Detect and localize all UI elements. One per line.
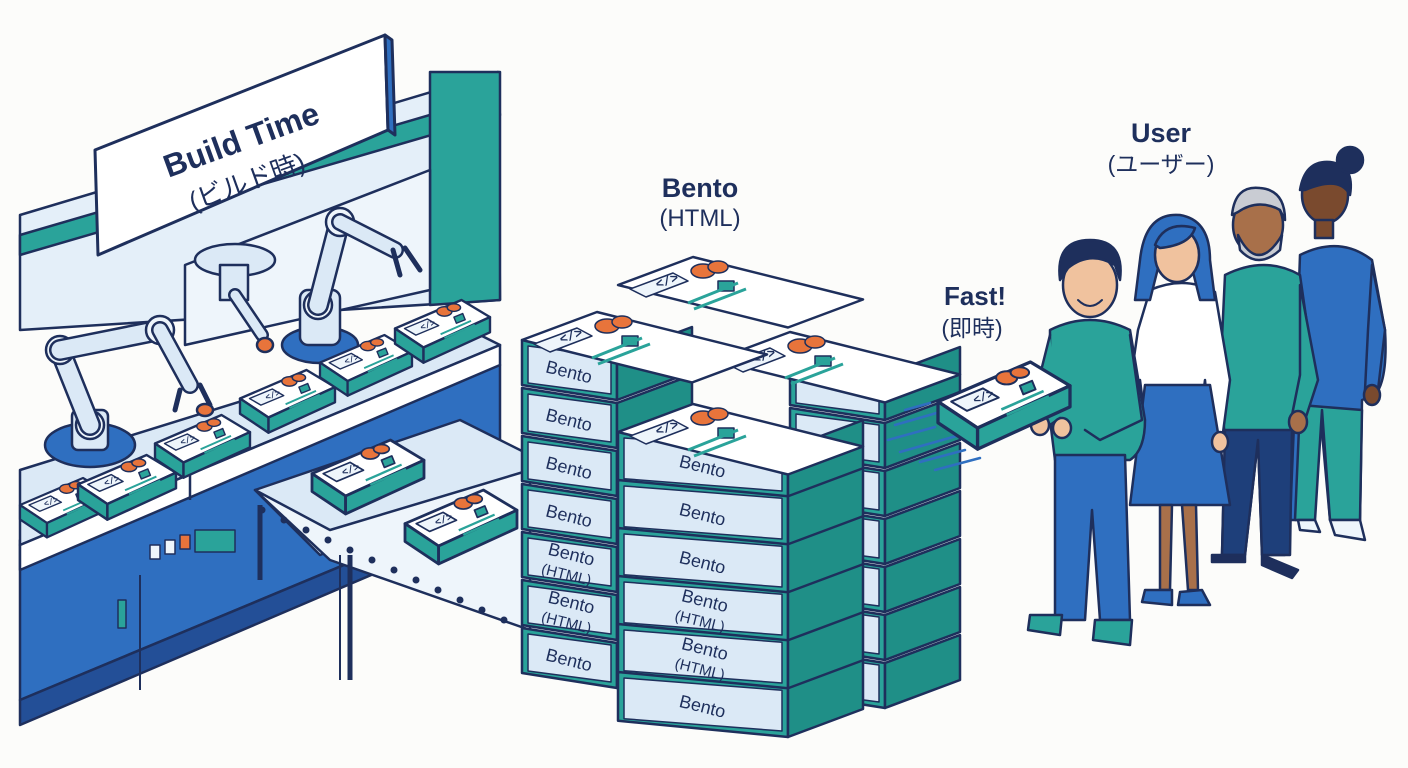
roller-dot: [478, 606, 486, 614]
bento-stacks: </>BentoBentoBentoBentoBento(HTML)Bento(…: [520, 255, 962, 739]
conveyor-box: </>: [76, 453, 178, 521]
user-person-3: [1210, 186, 1320, 580]
roller-dot: [390, 566, 398, 574]
stack-lid: </>: [616, 402, 865, 476]
stacked-bento-box: Bento: [616, 659, 865, 739]
stack-subtitle: (HTML): [659, 205, 740, 232]
stacked-bento-box: Bento: [616, 515, 865, 595]
roller-dot: [302, 526, 310, 534]
build-time-sign: Build Time (ビルド時): [93, 33, 397, 257]
delivered-box: </>: [936, 360, 1072, 451]
roller-dot: [346, 546, 354, 554]
speed-lines: [886, 401, 982, 472]
user-person-1: [1026, 238, 1147, 647]
stacked-bento-box: Bento(HTML): [616, 611, 865, 691]
roller-dot: [412, 576, 420, 584]
stacked-bento-box: Bento: [616, 467, 865, 547]
user-person-2: [1118, 213, 1232, 607]
fast-subtitle: (即時): [941, 315, 1002, 341]
conveyor-rollers: [258, 506, 508, 624]
fast-title: Fast!: [944, 281, 1006, 311]
robot-arm-top: [193, 242, 277, 354]
delivered-bento-box: </>: [936, 360, 1072, 451]
conveyor-box: </>: [238, 368, 337, 434]
stacked-bento-box: Bento(HTML): [616, 563, 865, 643]
users-title: User: [1131, 118, 1192, 148]
roller-dot: [324, 536, 332, 544]
roller-dot: [368, 556, 376, 564]
user-person-4: [1288, 145, 1387, 542]
stack-lid: </>: [616, 255, 865, 329]
roller-dot: [500, 616, 508, 624]
conveyor-box: </>: [393, 298, 492, 364]
roller-dot: [280, 516, 288, 524]
conveyor-boxes: </></></></></></>: [18, 298, 492, 539]
roller-dot: [456, 596, 464, 604]
stack-lid: </>: [520, 310, 769, 384]
conveyor-box: </>: [153, 413, 252, 479]
lower-boxes: </></>: [310, 438, 519, 566]
robot-arm-right: [280, 206, 423, 365]
stack-title: Bento: [662, 173, 739, 203]
lower-box: </>: [403, 488, 519, 566]
lower-box: </>: [310, 438, 426, 516]
users-subtitle: (ユーザー): [1108, 151, 1215, 177]
robot-arm-left: [43, 314, 215, 469]
roller-dot: [434, 586, 442, 594]
roller-dot: [258, 506, 266, 514]
